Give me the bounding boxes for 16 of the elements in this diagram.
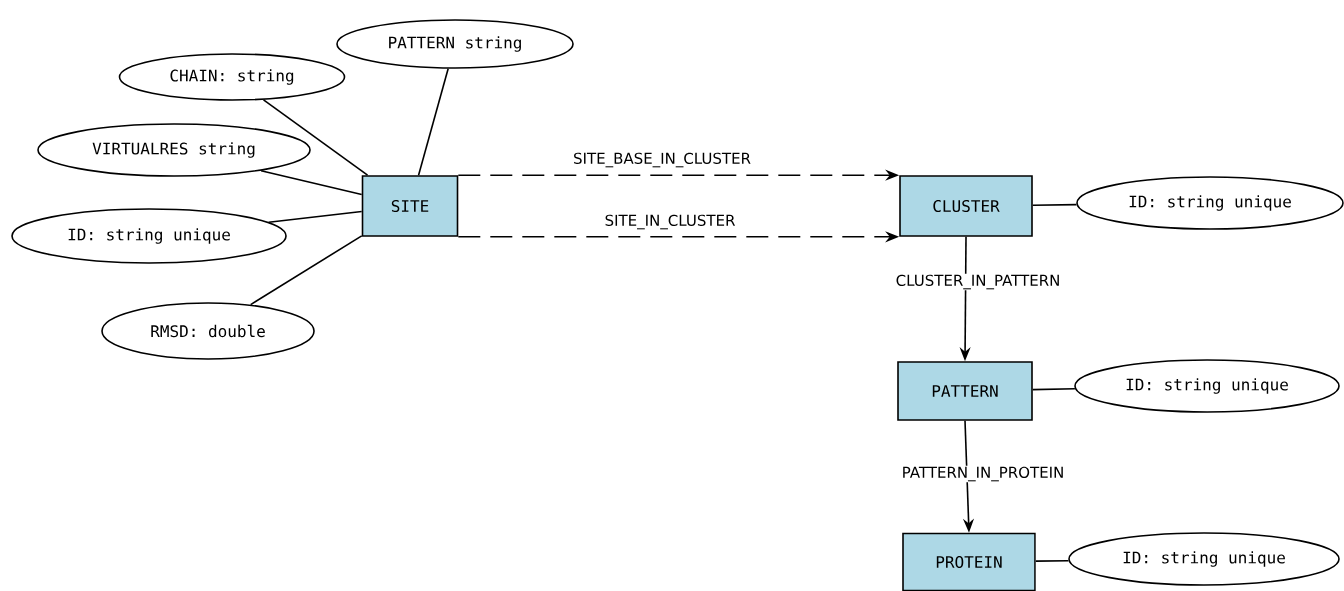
entity-box: PATTERN: [897, 361, 1033, 421]
connector-line: [267, 210, 363, 224]
entity-box: CLUSTER: [899, 175, 1033, 237]
connector-line: [417, 67, 449, 176]
connector-line: [1032, 203, 1078, 206]
entity-box: SITE: [361, 175, 459, 237]
connector-line: [262, 99, 369, 176]
edge-label: SITE_IN_CLUSTER: [603, 213, 737, 231]
edge-label: PATTERN_IN_PROTEIN: [900, 465, 1066, 483]
edge-label: SITE_BASE_IN_CLUSTER: [572, 151, 752, 169]
connector-line: [1032, 387, 1076, 391]
connector-line: [260, 169, 363, 196]
connector-line: [1035, 559, 1070, 562]
edge-label: CLUSTER_IN_PATTERN: [894, 273, 1062, 291]
connector-line: [249, 235, 363, 306]
entity-box: PROTEIN: [902, 532, 1036, 591]
